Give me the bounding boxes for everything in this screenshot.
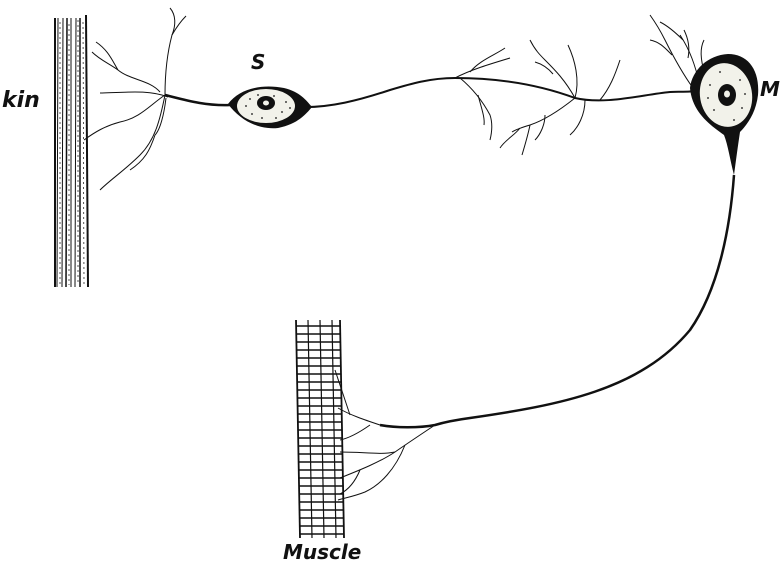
skin-layer xyxy=(55,15,88,287)
sensory-cell-body xyxy=(228,87,312,129)
skin-label: kin xyxy=(2,88,40,113)
motor-cell-label: M xyxy=(760,77,780,101)
motor-end-plates xyxy=(335,370,435,500)
sensory-nerve-endings xyxy=(84,8,186,190)
collateral-branches xyxy=(455,40,620,155)
motor-axon xyxy=(380,175,734,427)
sensory-cell-label: S xyxy=(251,50,265,74)
muscle-fiber xyxy=(296,320,344,538)
motor-cell-body xyxy=(690,54,758,175)
muscle-label: Muscle xyxy=(283,540,361,563)
